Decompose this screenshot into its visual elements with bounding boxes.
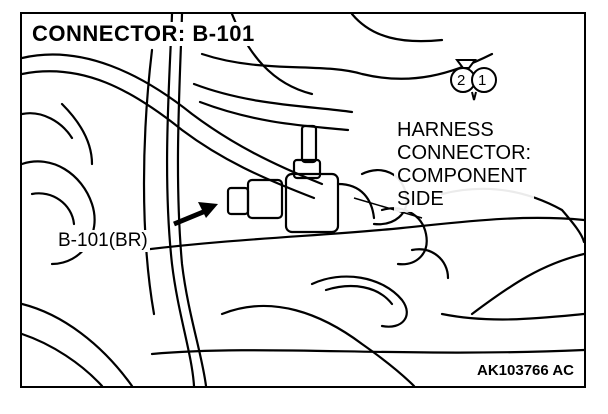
pin-number-2: 2 <box>457 72 466 89</box>
connector-pointer-arrow <box>173 202 218 227</box>
pin-symbol <box>450 59 497 101</box>
pin-number-1: 1 <box>478 72 487 89</box>
connector-callout-label: B-101(BR) <box>56 230 150 252</box>
diagram-frame: CONNECTOR: B-101 2 1 HARNESS CONNECTOR: … <box>20 12 586 388</box>
harness-label-line: SIDE <box>397 188 444 210</box>
harness-connector-label: HARNESS CONNECTOR: COMPONENT SIDE <box>394 118 535 212</box>
harness-label-line: CONNECTOR: <box>397 142 532 164</box>
harness-label-line: COMPONENT <box>397 165 527 187</box>
connector-title: CONNECTOR: B-101 <box>32 22 259 46</box>
harness-label-line: HARNESS <box>397 119 494 141</box>
figure-code: AK103766 AC <box>475 362 576 380</box>
